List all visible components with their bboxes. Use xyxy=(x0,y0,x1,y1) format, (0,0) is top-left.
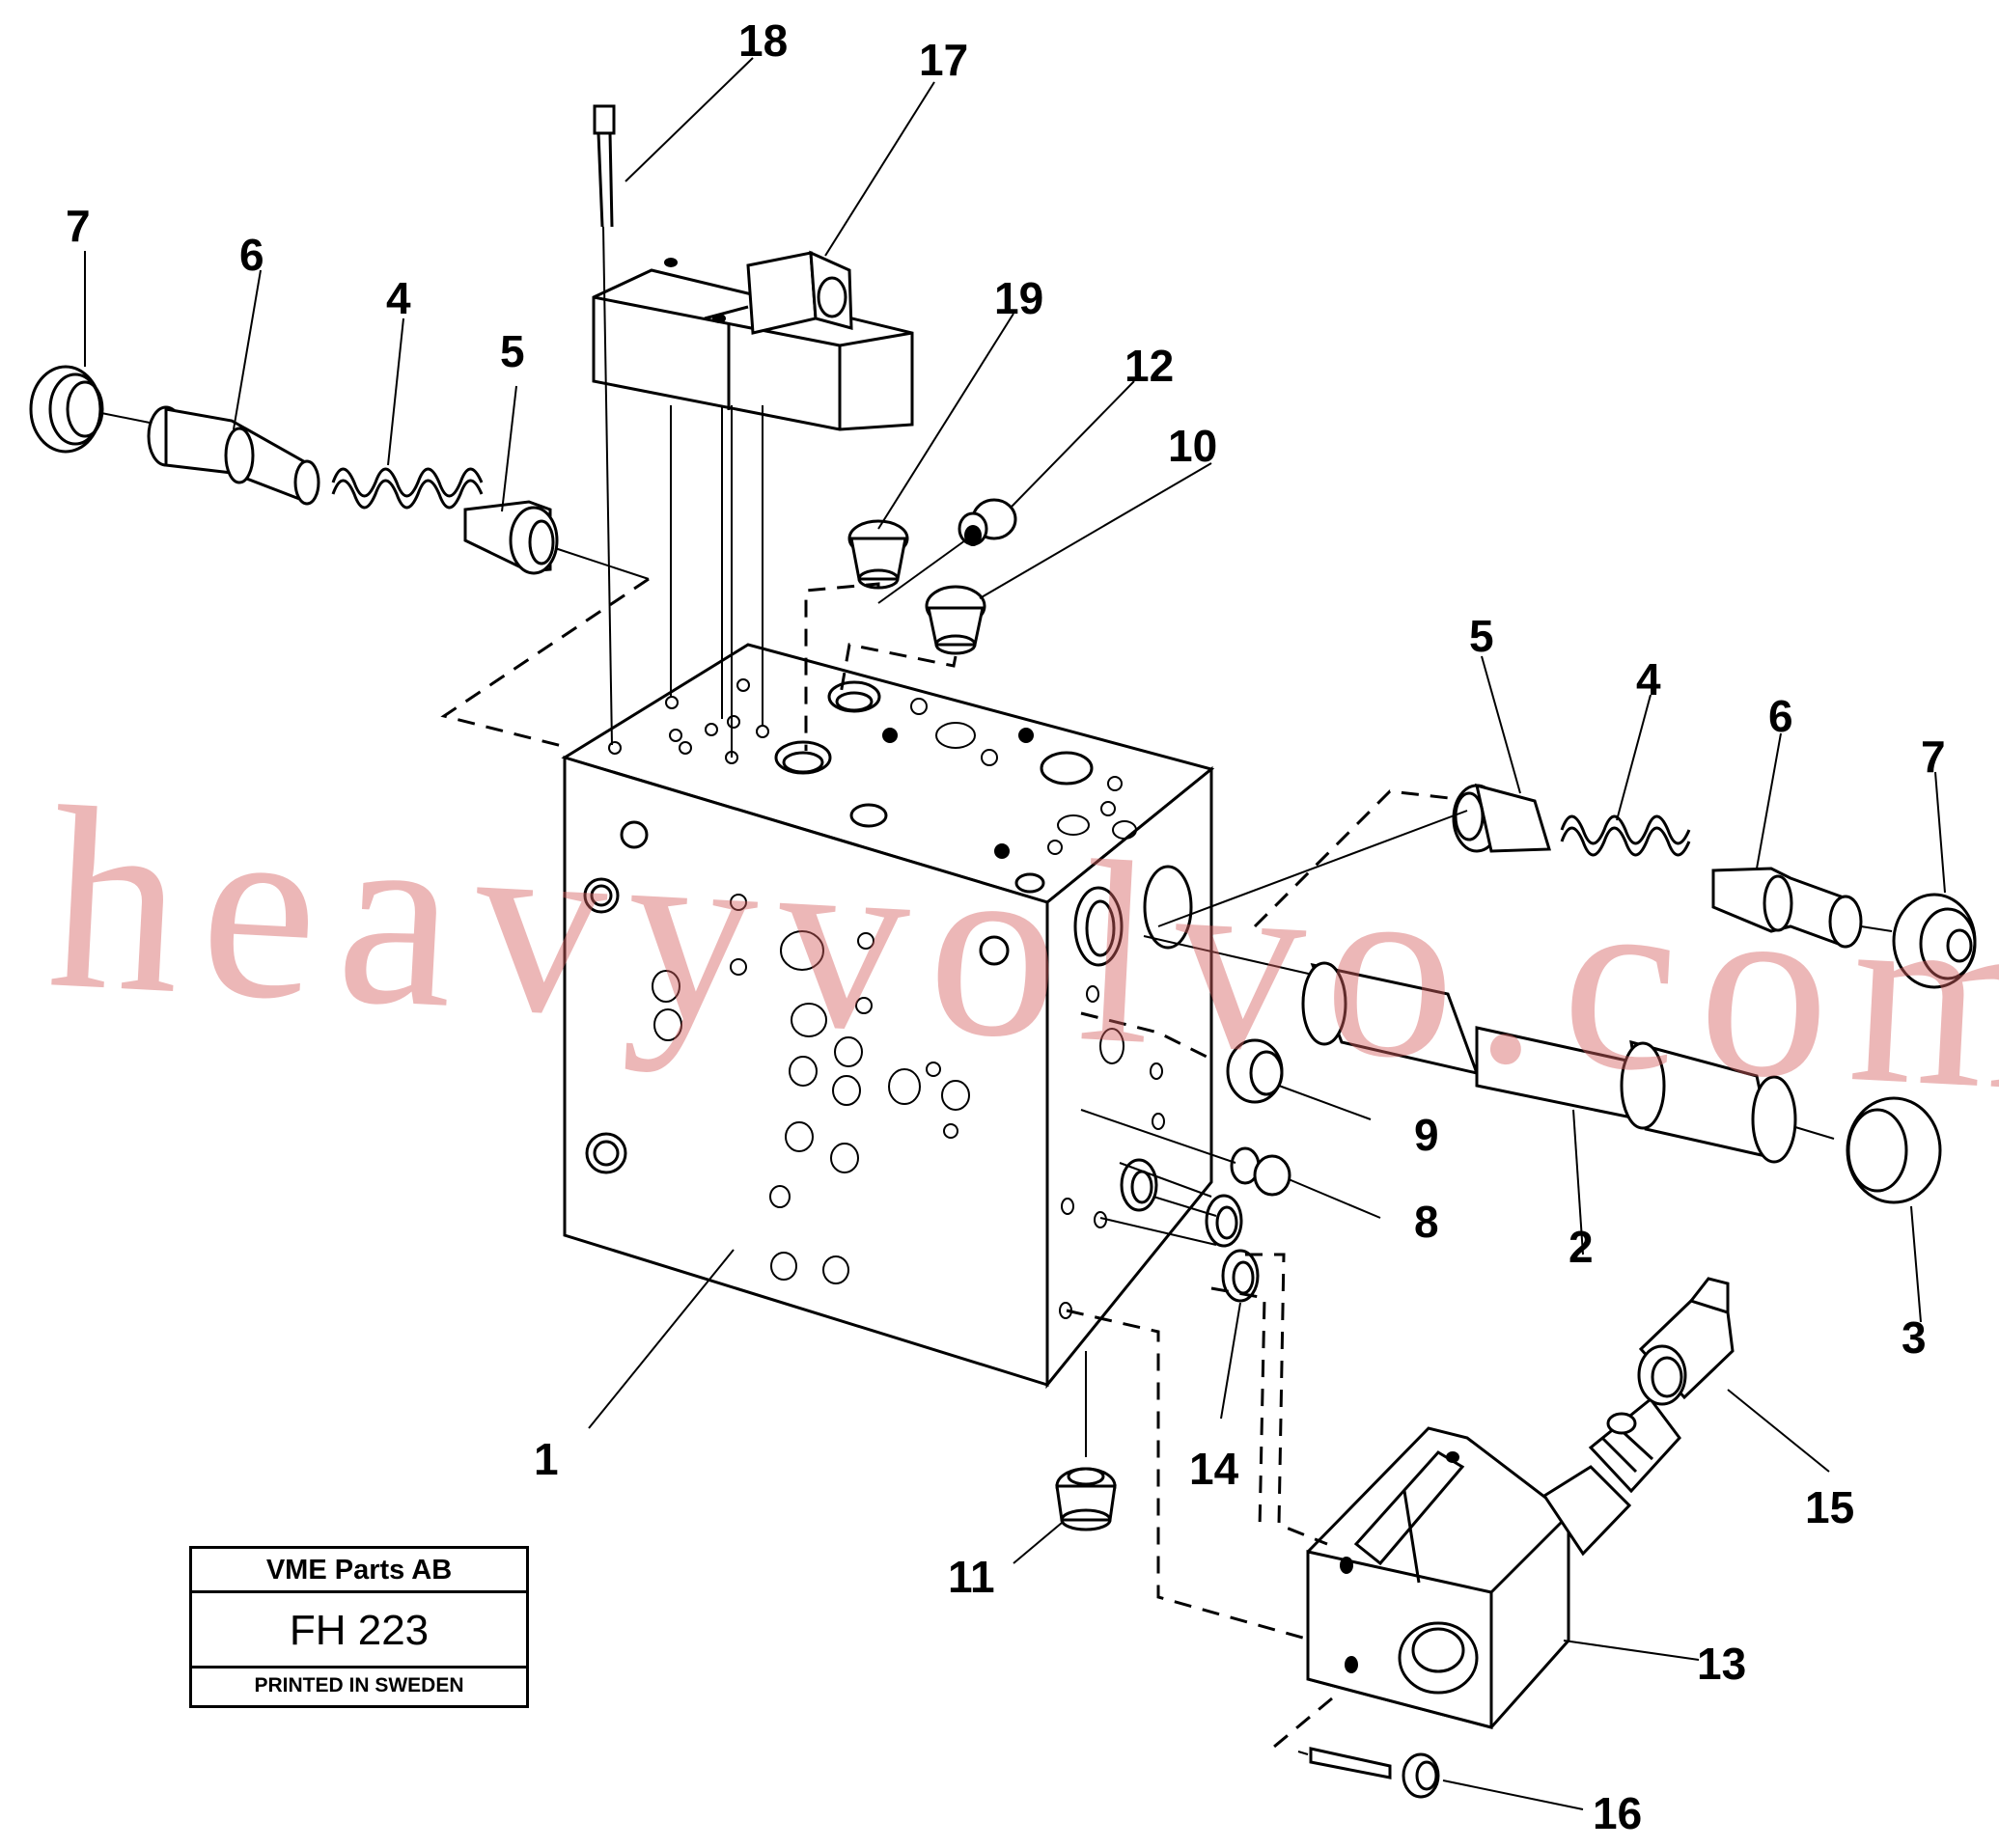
stamp-printed: PRINTED IN SWEDEN xyxy=(254,1674,464,1696)
callout-10: 10 xyxy=(1168,421,1217,471)
right-spool-assembly xyxy=(1157,783,1977,989)
main-spool xyxy=(1143,935,1942,1204)
callout-13: 13 xyxy=(1697,1639,1746,1689)
plug-10 xyxy=(838,585,986,701)
watermark-text: heavyvolvo.com xyxy=(43,753,1999,1147)
callout-4-right: 4 xyxy=(1636,654,1661,704)
callout-8: 8 xyxy=(1414,1197,1439,1247)
front-face-ports xyxy=(583,820,1010,1284)
stamp-code: FH 223 xyxy=(192,1593,526,1669)
stamp-company: VME Parts AB xyxy=(192,1549,526,1593)
leader-lines xyxy=(84,57,1946,1810)
callout-2: 2 xyxy=(1569,1222,1594,1272)
callout-5-left: 5 xyxy=(500,326,525,376)
right-face-ports xyxy=(1059,865,1193,1319)
nipple-8 xyxy=(1080,1109,1381,1219)
callout-12: 12 xyxy=(1124,341,1174,391)
parts-stamp: VME Parts AB FH 223 PRINTED IN SWEDEN xyxy=(189,1546,529,1708)
nut-15 xyxy=(1637,1277,1735,1406)
plug-9 xyxy=(1080,1011,1372,1120)
callout-19: 19 xyxy=(994,273,1043,323)
mounting-bolt xyxy=(593,104,616,746)
callout-11: 11 xyxy=(948,1552,995,1602)
plug-19 xyxy=(804,519,909,751)
callout-5-right: 5 xyxy=(1469,611,1494,661)
callout-numbers: 18 17 7 6 4 5 19 12 10 5 4 6 7 9 8 2 3 1… xyxy=(66,15,1946,1838)
plug-11 xyxy=(1055,1351,1117,1531)
callout-15: 15 xyxy=(1805,1482,1854,1532)
callout-17: 17 xyxy=(919,35,968,85)
solenoid-valve xyxy=(592,250,914,758)
pressure-valve-13 xyxy=(1066,1253,1681,1729)
plug-12 xyxy=(877,498,1017,604)
top-face-ports xyxy=(608,678,1137,894)
valve-block xyxy=(561,643,1215,1390)
screw-16 xyxy=(1273,1696,1440,1799)
callout-14: 14 xyxy=(1189,1444,1239,1494)
callout-7-left: 7 xyxy=(66,201,91,251)
callout-18: 18 xyxy=(738,15,788,66)
callout-9: 9 xyxy=(1414,1110,1439,1160)
callout-1: 1 xyxy=(534,1434,559,1484)
callout-3: 3 xyxy=(1902,1312,1927,1363)
callout-6-right: 6 xyxy=(1768,691,1793,741)
callout-6-left: 6 xyxy=(239,230,264,280)
callout-16: 16 xyxy=(1593,1788,1642,1838)
callout-7-right: 7 xyxy=(1921,731,1946,782)
o-rings-14 xyxy=(1099,1158,1260,1303)
callout-4-left: 4 xyxy=(386,273,411,323)
left-spool-assembly xyxy=(29,365,650,750)
